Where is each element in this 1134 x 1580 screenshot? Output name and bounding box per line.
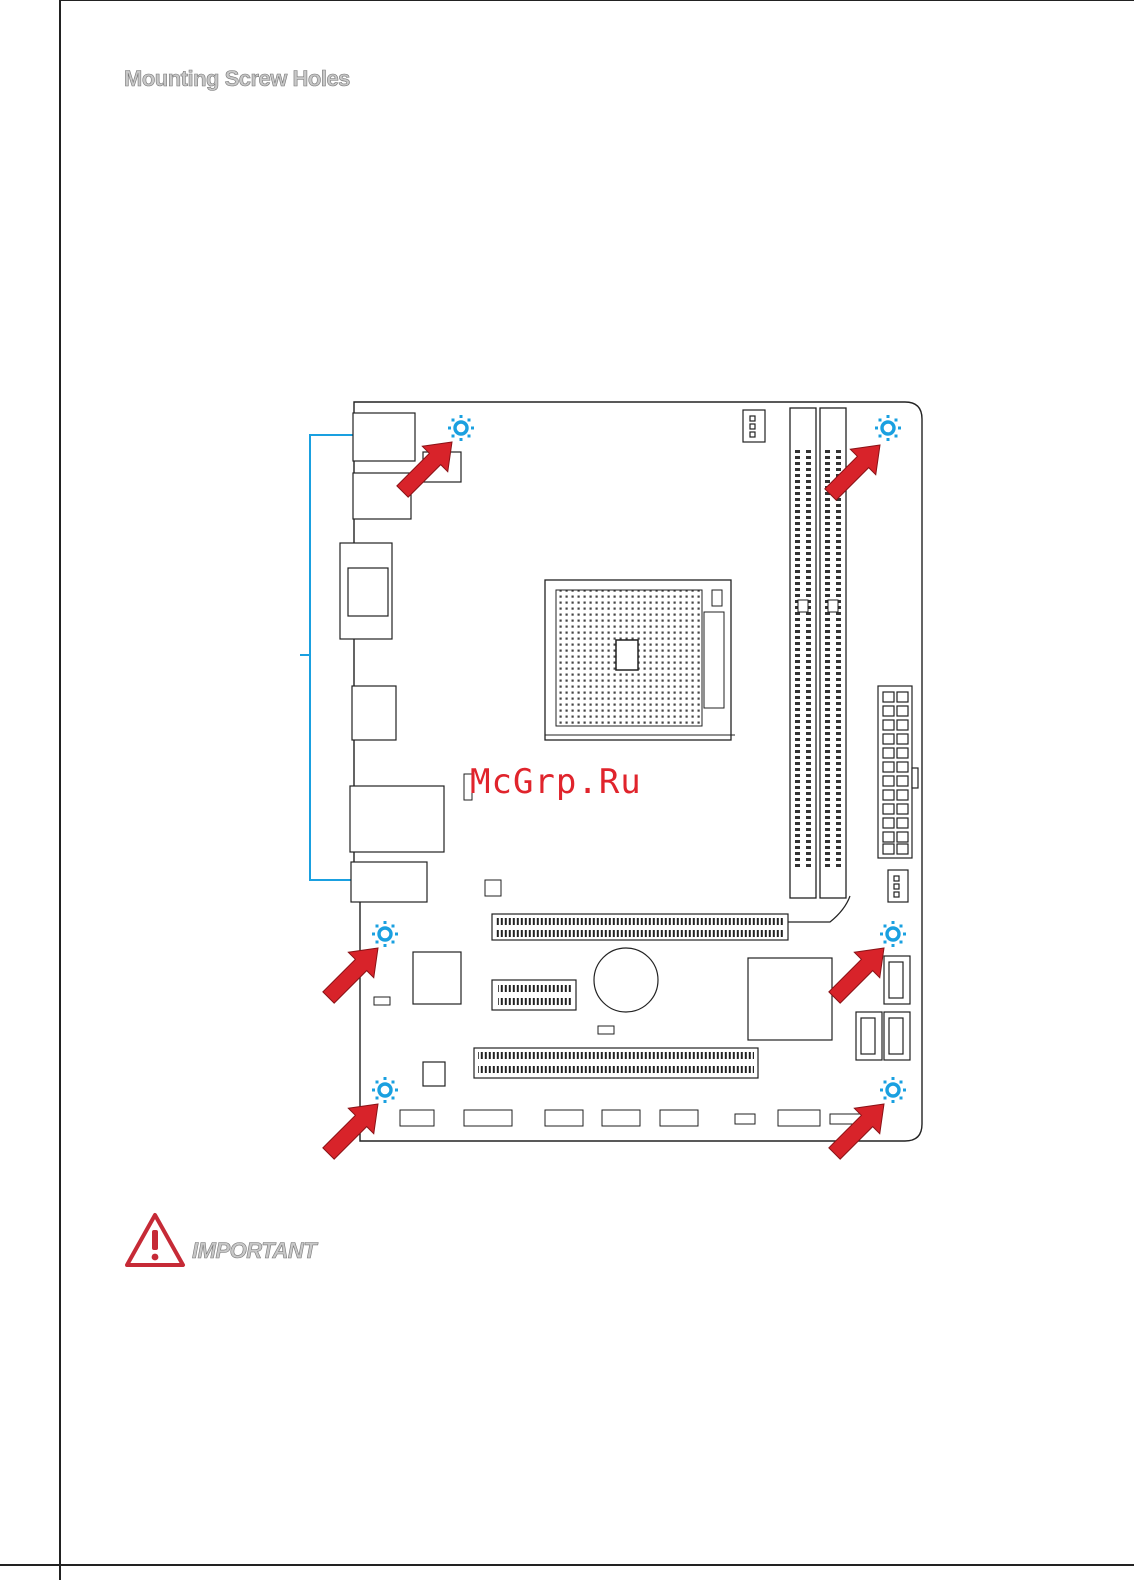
front-panel-headers	[400, 1110, 866, 1126]
red-arrow-icon	[316, 1091, 391, 1166]
dimm-slot	[790, 408, 816, 898]
screw-hole-gear-icon	[372, 1077, 398, 1103]
io-bracket	[300, 435, 355, 880]
cmos-battery	[594, 948, 658, 1012]
red-arrow-icon	[822, 1091, 897, 1166]
pcie-x1-slot	[492, 980, 576, 1010]
section-title: Mounting Screw Holes	[124, 66, 350, 92]
screw-hole-gear-icon	[880, 1077, 906, 1103]
screw-hole-gear-icon	[372, 921, 398, 947]
screw-hole-gear-icon	[448, 415, 474, 441]
screw-hole-gear-icon	[880, 921, 906, 947]
pci-slot	[474, 1048, 758, 1078]
warning-triangle-icon	[124, 1212, 186, 1268]
screw-hole-gear-icon	[875, 415, 901, 441]
atx-power-connector	[878, 686, 918, 858]
page-bottom-rule	[0, 1564, 1134, 1566]
watermark-text: McGrp.Ru	[470, 762, 642, 802]
cpu-socket	[545, 580, 735, 740]
important-label: IMPORTANT	[192, 1238, 316, 1264]
pcie-x16-slot	[492, 896, 850, 940]
important-notice: IMPORTANT	[124, 1208, 316, 1268]
